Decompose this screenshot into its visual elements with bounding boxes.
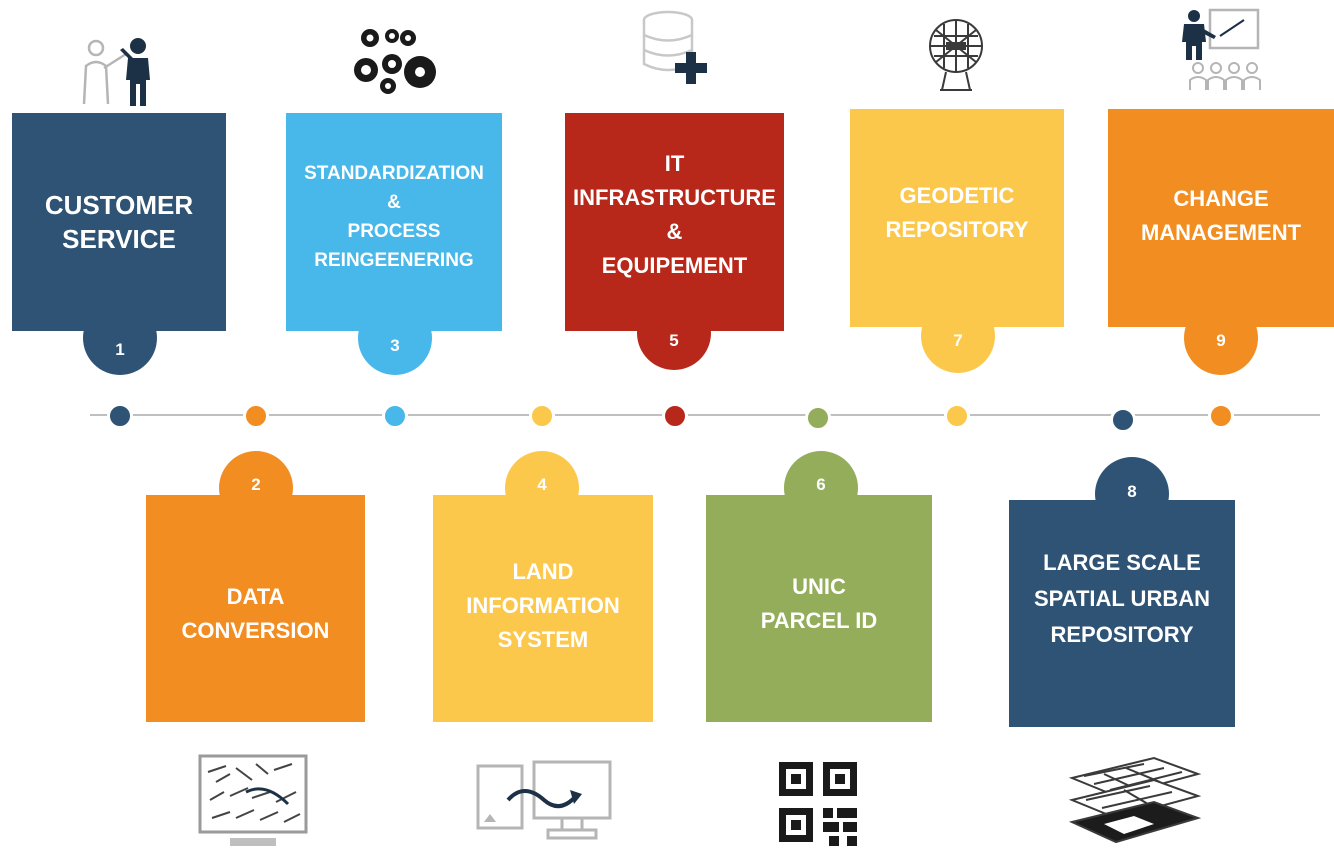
teacher-pointing-icon — [82, 38, 150, 106]
step-5-line-1: IT — [664, 150, 685, 176]
map-layers-icon — [1068, 756, 1202, 844]
step-1-number: 1 — [115, 340, 125, 359]
step-6-label: UNIC PARCEL ID — [761, 570, 878, 638]
step-3-box: STANDARDIZATION & PROCESS REINGEENERING — [286, 113, 502, 331]
step-1-line-1: CUSTOMER — [44, 190, 194, 220]
timeline-dot-4 — [529, 403, 555, 429]
step-4-label: LAND INFORMATION SYSTEM — [466, 555, 620, 657]
qr-code-icon — [779, 762, 857, 846]
step-8-line-3: REPOSITORY — [1050, 621, 1194, 647]
gears-icon — [354, 29, 436, 94]
step-4-line-2: INFORMATION — [466, 593, 620, 618]
step-1-label: CUSTOMER SERVICE — [45, 188, 193, 256]
step-8-box: LARGE SCALE SPATIAL URBAN REPOSITORY — [1009, 500, 1235, 727]
timeline-dot-2 — [243, 403, 269, 429]
step-1-line-2: SERVICE — [62, 224, 176, 254]
step-4-line-1: LAND — [512, 559, 574, 584]
step-3-line-1: STANDARDIZATION — [304, 163, 484, 184]
step-9-number: 9 — [1216, 331, 1226, 350]
step-5-box: IT INFRASTRUCTURE & EQUIPEMENT — [565, 113, 784, 331]
timeline-line — [90, 414, 1320, 416]
timeline-dot-1 — [107, 403, 133, 429]
step-7-box: GEODETIC REPOSITORY — [850, 109, 1064, 327]
database-add-icon — [642, 10, 707, 84]
step-8-number: 8 — [1127, 482, 1137, 501]
step-3-number: 3 — [390, 336, 400, 355]
step-8-line-1: LARGE SCALE — [1043, 549, 1201, 575]
timeline-dot-5 — [662, 403, 688, 429]
step-4-number: 4 — [537, 475, 547, 494]
step-6-line-1: UNIC — [792, 573, 846, 599]
step-1-box: CUSTOMER SERVICE — [12, 113, 226, 331]
step-5-line-3: & — [666, 218, 683, 244]
step-3-line-4: REINGEENERING — [314, 250, 474, 271]
step-8-line-2: SPATIAL URBAN — [1034, 585, 1210, 611]
step-9-line-2: MANAGEMENT — [1140, 219, 1302, 245]
step-7-line-2: REPOSITORY — [885, 217, 1029, 242]
timeline-dot-9 — [1208, 403, 1234, 429]
step-3-line-2: & — [387, 192, 401, 213]
step-6-line-2: PARCEL ID — [760, 607, 878, 633]
step-2-line-2: CONVERSION — [181, 617, 330, 643]
step-7-label: GEODETIC REPOSITORY — [885, 179, 1028, 247]
step-5-line-4: EQUIPEMENT — [601, 252, 748, 278]
step-7-number: 7 — [953, 331, 963, 350]
presentation-icon — [1182, 8, 1261, 90]
step-2-box: DATA CONVERSION — [146, 495, 365, 722]
data-transfer-icon — [476, 760, 612, 840]
step-6-box: UNIC PARCEL ID — [706, 495, 932, 722]
step-5-line-2: INFRASTRUCTURE — [573, 184, 776, 210]
step-9-box: CHANGE MANAGEMENT — [1108, 109, 1334, 327]
step-2-number: 2 — [251, 475, 261, 494]
step-3-label: STANDARDIZATION & PROCESS REINGEENERING — [304, 159, 484, 275]
step-8-label: LARGE SCALE SPATIAL URBAN REPOSITORY — [1034, 545, 1210, 653]
step-4-line-3: SYSTEM — [497, 627, 589, 652]
step-5-label: IT INFRASTRUCTURE & EQUIPEMENT — [573, 147, 776, 283]
step-4-box: LAND INFORMATION SYSTEM — [433, 495, 653, 722]
timeline-dot-6 — [805, 405, 831, 431]
step-7-line-1: GEODETIC — [899, 183, 1015, 208]
map-monitor-icon — [198, 754, 308, 846]
step-5-number: 5 — [669, 331, 679, 350]
step-2-line-1: DATA — [226, 583, 285, 609]
step-9-label: CHANGE MANAGEMENT — [1141, 182, 1301, 250]
step-2-label: DATA CONVERSION — [182, 580, 330, 648]
timeline-dot-8 — [1110, 407, 1136, 433]
timeline-dot-3 — [382, 403, 408, 429]
step-9-line-1: CHANGE — [1173, 185, 1269, 211]
timeline-dot-7 — [944, 403, 970, 429]
step-3-line-3: PROCESS — [347, 221, 441, 242]
step-6-number: 6 — [816, 475, 826, 494]
geodesic-tower-icon — [929, 19, 983, 91]
